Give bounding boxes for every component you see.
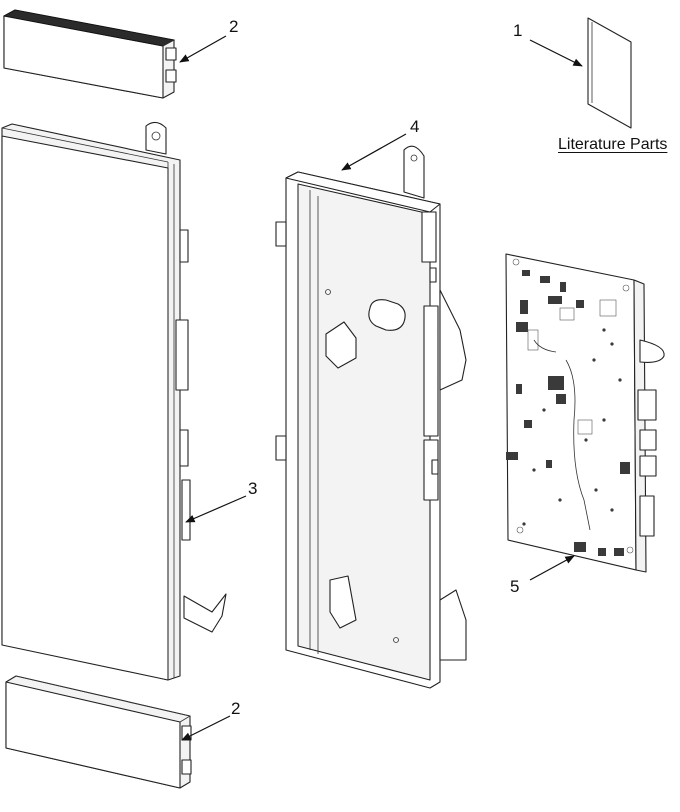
callout-2-top: 2 (229, 17, 239, 36)
leader-4 (341, 133, 407, 171)
leader-5 (529, 555, 575, 581)
housing-bracket (275, 145, 467, 689)
end-cap-top (2, 9, 177, 99)
callout-1: 1 (513, 21, 523, 40)
front-panel (1, 121, 227, 681)
pcb-components (506, 258, 634, 556)
callout-3: 3 (248, 479, 258, 498)
leader-3 (185, 495, 247, 523)
callout-2-bottom: 2 (231, 699, 241, 718)
callout-5: 5 (510, 577, 520, 596)
control-board (505, 253, 665, 573)
literature-parts-label: Literature Parts (558, 136, 668, 153)
leader-1 (529, 39, 583, 67)
callout-4: 4 (410, 117, 420, 136)
literature-sheet (587, 17, 632, 129)
leader-2-top (179, 35, 227, 63)
end-cap-bottom (5, 675, 192, 789)
leader-2-bottom (181, 715, 231, 741)
